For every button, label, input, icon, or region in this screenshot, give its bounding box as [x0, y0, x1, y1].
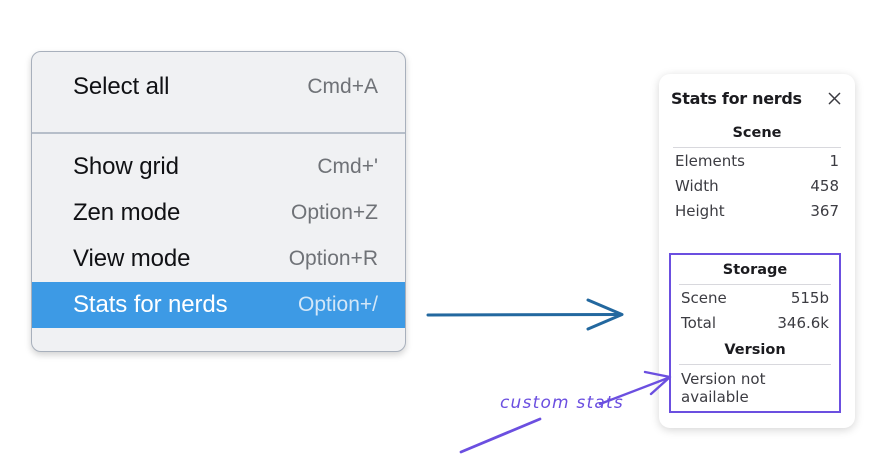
stat-row-storage-total: Total 346.6k	[677, 310, 833, 335]
custom-stats-highlight-box: Storage Scene 515b Total 346.6k Version …	[669, 253, 841, 413]
stat-label: Scene	[681, 289, 727, 307]
menu-item-label: Zen mode	[73, 199, 181, 226]
section-heading-storage: Storage	[722, 262, 788, 278]
panel-title: Stats for nerds	[671, 88, 802, 108]
section-rule	[679, 284, 831, 285]
canvas-context-menu[interactable]: Select all Cmd+A Show grid Cmd+' Zen mod…	[31, 51, 406, 352]
menu-group-gap	[32, 110, 405, 126]
custom-stats-annotation-label: custom stats	[500, 393, 624, 413]
stat-value: 458	[810, 177, 839, 195]
stat-value: 346.6k	[777, 314, 829, 332]
menu-item-shortcut: Cmd+A	[307, 75, 378, 98]
menu-item-label: Stats for nerds	[73, 291, 228, 318]
section-heading-version: Version	[724, 342, 786, 358]
stat-version-value: Version not available	[681, 370, 766, 406]
menu-separator	[32, 132, 405, 134]
menu-item-zen-mode[interactable]: Zen mode Option+Z	[32, 190, 405, 236]
blue-arrow-right	[426, 298, 624, 331]
close-icon[interactable]	[826, 90, 843, 107]
menu-item-show-grid[interactable]: Show grid Cmd+'	[32, 144, 405, 190]
purple-underline-stroke	[459, 417, 542, 454]
menu-item-stats-for-nerds[interactable]: Stats for nerds Option+/	[32, 282, 405, 328]
stat-row-storage-scene: Scene 515b	[677, 285, 833, 310]
section-rule	[673, 147, 841, 148]
section-heading-scene: Scene	[732, 125, 782, 141]
menu-top-padding	[32, 52, 405, 64]
menu-item-select-all[interactable]: Select all Cmd+A	[32, 64, 405, 110]
menu-group-gap-lower	[32, 134, 405, 144]
stat-value: 367	[810, 202, 839, 220]
stat-label: Elements	[675, 152, 745, 170]
stat-value: 1	[829, 152, 839, 170]
panel-titlebar: Stats for nerds	[671, 74, 843, 118]
stat-row-elements: Elements 1	[671, 148, 843, 173]
menu-item-label: View mode	[73, 245, 191, 272]
menu-item-shortcut: Option+Z	[291, 201, 378, 224]
stat-row-height: Height 367	[671, 198, 843, 223]
menu-item-shortcut: Option+/	[298, 293, 378, 316]
menu-item-view-mode[interactable]: View mode Option+R	[32, 236, 405, 282]
menu-item-label: Select all	[73, 73, 170, 100]
stat-value: 515b	[790, 289, 829, 307]
stats-for-nerds-panel: Stats for nerds Scene Elements 1 Width 4…	[659, 74, 855, 428]
stat-label: Width	[675, 177, 719, 195]
stat-row-width: Width 458	[671, 173, 843, 198]
section-rule	[679, 364, 831, 365]
stat-label: Total	[681, 314, 717, 332]
menu-item-shortcut: Cmd+'	[317, 155, 378, 178]
stat-label: Height	[675, 202, 725, 220]
menu-item-label: Show grid	[73, 153, 179, 180]
menu-item-shortcut: Option+R	[288, 247, 378, 270]
